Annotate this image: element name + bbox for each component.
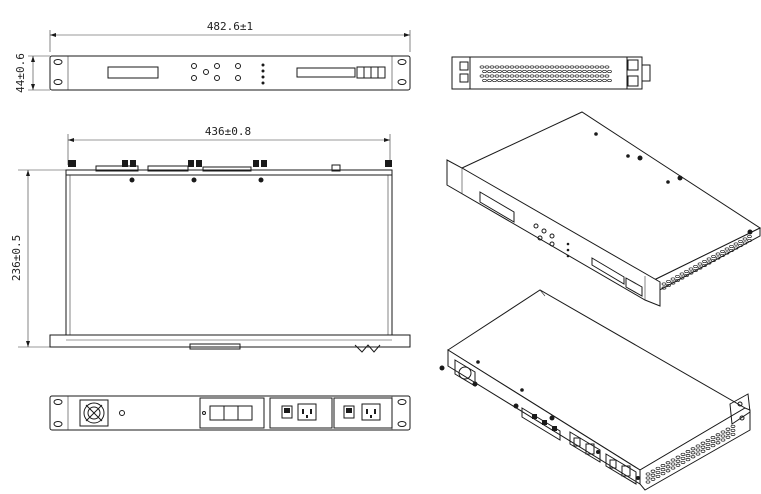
power-socket-icon [361, 403, 381, 421]
isometric-rear-view [439, 289, 751, 491]
side-view [451, 56, 651, 90]
height-label: 44±0.6 [14, 53, 27, 93]
top-view: 436±0.8 236±0.5 [10, 125, 411, 353]
card-slot [296, 67, 356, 78]
power-switch-icon [343, 405, 355, 419]
vent-grille [661, 234, 752, 290]
power-socket-icon [297, 403, 317, 421]
vent-grille [645, 424, 736, 484]
overall-width-label: 482.6±1 [207, 20, 253, 33]
power-switch-icon [281, 405, 293, 419]
lcd-window [107, 66, 159, 79]
front-view: 482.6±1 44±0.6 [14, 20, 411, 93]
depth-label: 236±0.5 [10, 235, 23, 281]
fan-icon [79, 399, 109, 427]
isometric-front-view [446, 111, 761, 307]
rear-view [49, 395, 411, 431]
vent-grille [479, 65, 612, 83]
body-width-label: 436±0.8 [205, 125, 251, 138]
